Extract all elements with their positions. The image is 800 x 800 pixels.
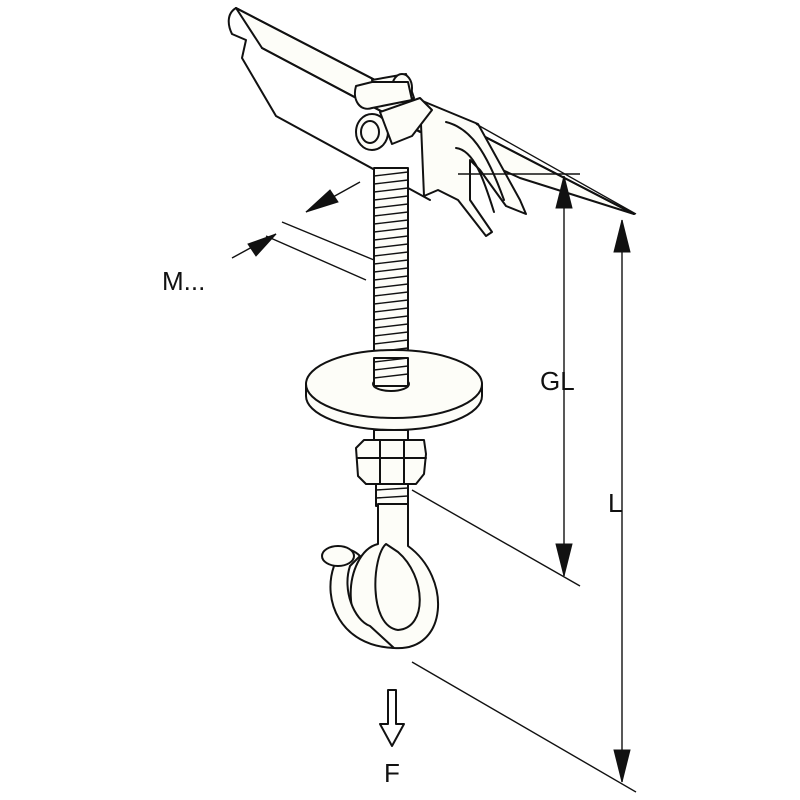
toggle-bracket	[419, 99, 527, 237]
grip-length-label: GL	[540, 366, 575, 396]
force-arrow-icon	[379, 689, 405, 747]
thread-size-label: M...	[162, 266, 205, 296]
washer	[305, 349, 483, 431]
grip-length-dimension	[411, 173, 581, 587]
force-label: F	[384, 758, 400, 788]
length-dimension	[411, 123, 637, 793]
hex-nut	[355, 429, 427, 485]
length-label: L	[608, 488, 622, 518]
thread-dimension	[231, 181, 375, 281]
clamp-screw	[354, 73, 433, 151]
hook	[321, 483, 439, 650]
